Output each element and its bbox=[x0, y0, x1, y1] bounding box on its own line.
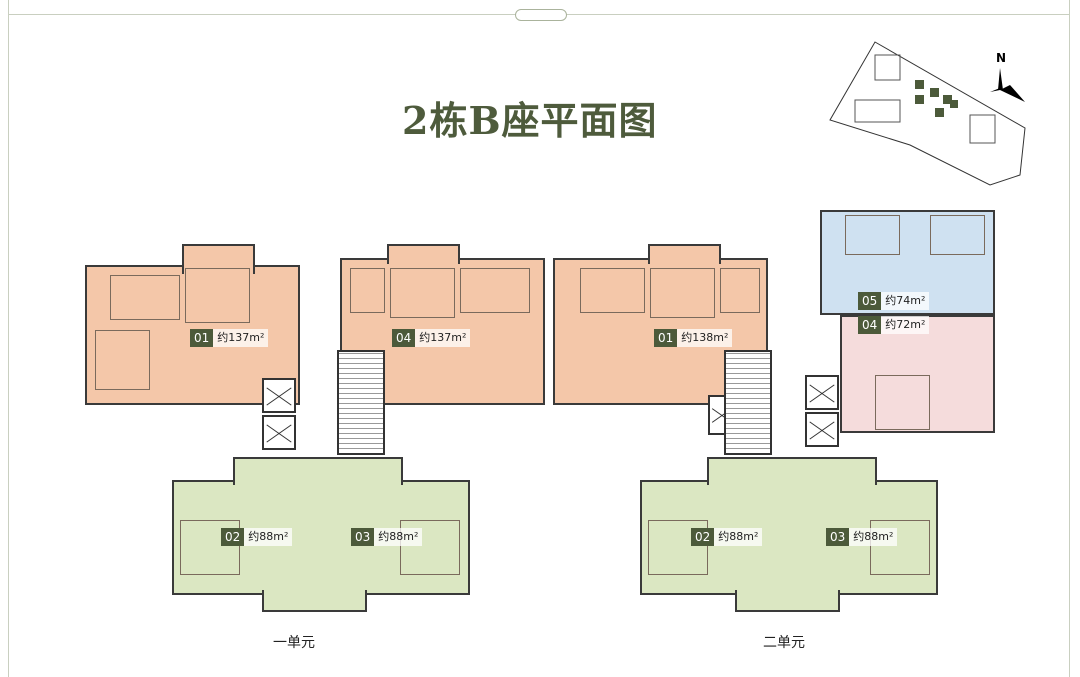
bedroom bbox=[110, 275, 180, 320]
top-ornament bbox=[515, 9, 567, 21]
balcony bbox=[182, 244, 255, 274]
bedroom bbox=[875, 375, 930, 430]
elevator bbox=[262, 415, 296, 450]
section-label-2: 二单元 bbox=[763, 635, 805, 651]
bedroom bbox=[400, 520, 460, 575]
bedroom bbox=[350, 268, 385, 313]
living-room bbox=[185, 268, 250, 323]
bedroom bbox=[180, 520, 240, 575]
stairwell bbox=[337, 350, 385, 455]
bedroom bbox=[580, 268, 645, 313]
elevator bbox=[262, 378, 296, 413]
page-frame bbox=[8, 0, 1070, 677]
unit-04-east-block bbox=[840, 315, 995, 433]
bedroom bbox=[648, 520, 708, 575]
page-title: 2栋B座平面图 bbox=[402, 98, 658, 143]
stairwell bbox=[724, 350, 772, 455]
living-room bbox=[390, 268, 455, 318]
bedroom bbox=[845, 215, 900, 255]
bedroom bbox=[95, 330, 150, 390]
balcony bbox=[648, 244, 721, 264]
balcony bbox=[387, 244, 460, 264]
bedroom bbox=[930, 215, 985, 255]
living-room bbox=[650, 268, 715, 318]
elevator bbox=[805, 375, 839, 410]
corridor bbox=[233, 457, 403, 485]
bedroom bbox=[460, 268, 530, 313]
balcony bbox=[735, 590, 840, 612]
site-key-plan: N bbox=[829, 41, 1026, 186]
elevator bbox=[805, 412, 839, 447]
balcony bbox=[262, 590, 367, 612]
bedroom bbox=[720, 268, 760, 313]
svg-text:N: N bbox=[996, 51, 1006, 65]
corridor bbox=[707, 457, 877, 485]
section-label-1: 一单元 bbox=[273, 635, 315, 651]
compass-icon: N bbox=[990, 51, 1025, 102]
bedroom bbox=[870, 520, 930, 575]
